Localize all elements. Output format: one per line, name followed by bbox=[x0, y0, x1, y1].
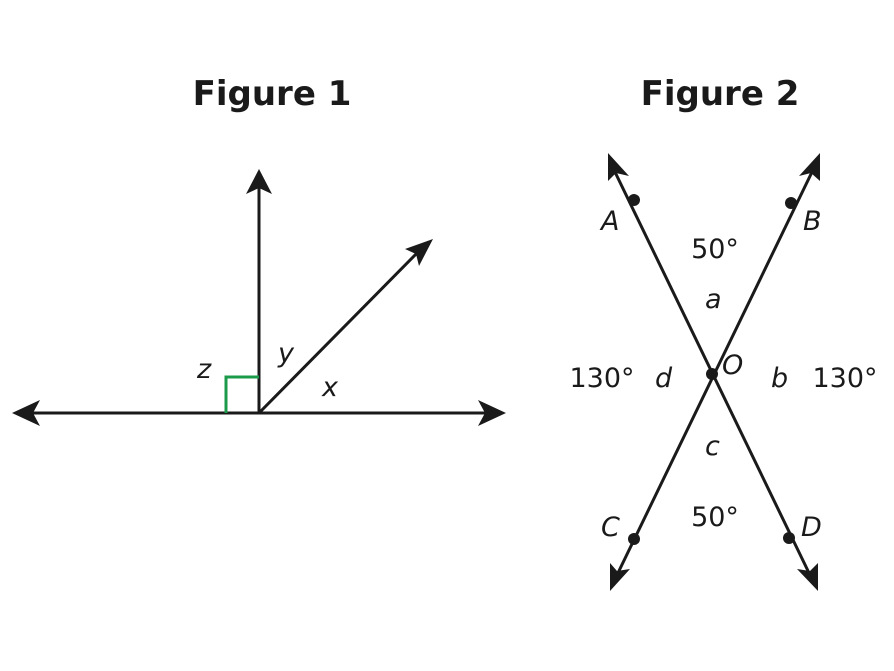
point-D-label: D bbox=[801, 512, 822, 543]
angle-label-x: x bbox=[321, 372, 339, 403]
line-AD-top-arrow bbox=[608, 153, 629, 181]
horizontal-line-left-arrow bbox=[12, 400, 40, 426]
angle-name-a: a bbox=[705, 284, 722, 315]
angle-name-b: b bbox=[771, 363, 788, 394]
line-BC-bottom-arrow bbox=[610, 563, 630, 591]
point-C-label: C bbox=[601, 512, 620, 543]
figure-2: Figure 2 A B C D O a b c d 50° 50° 130° … bbox=[569, 74, 878, 591]
line-BC-top-arrow bbox=[799, 153, 820, 181]
figure-2-title: Figure 2 bbox=[641, 74, 800, 114]
point-O-dot bbox=[706, 368, 718, 380]
angle-measure-bottom: 50° bbox=[691, 502, 739, 533]
figure-1-title: Figure 1 bbox=[193, 74, 352, 114]
point-C-dot bbox=[628, 533, 640, 545]
angle-label-y: y bbox=[277, 338, 295, 369]
right-angle-marker bbox=[224, 375, 259, 413]
point-A-label: A bbox=[599, 206, 619, 237]
point-O-label: O bbox=[722, 350, 743, 381]
figure-1: Figure 1 z y x bbox=[12, 74, 506, 426]
angle-measure-right: 130° bbox=[812, 363, 877, 394]
angle-measure-left: 130° bbox=[569, 363, 634, 394]
horizontal-line-right-arrow bbox=[478, 400, 506, 426]
oblique-ray bbox=[257, 248, 422, 415]
line-AD-bottom-arrow bbox=[797, 563, 818, 591]
angle-name-c: c bbox=[705, 431, 720, 462]
point-D-dot bbox=[783, 532, 795, 544]
point-B-dot bbox=[785, 197, 797, 209]
point-A-dot bbox=[628, 194, 640, 206]
oblique-ray-arrow bbox=[405, 239, 433, 266]
angle-name-d: d bbox=[655, 363, 673, 394]
point-B-label: B bbox=[803, 206, 822, 237]
angle-label-z: z bbox=[196, 354, 212, 385]
vertical-ray-arrow bbox=[246, 169, 272, 194]
angle-measure-top: 50° bbox=[691, 234, 739, 265]
